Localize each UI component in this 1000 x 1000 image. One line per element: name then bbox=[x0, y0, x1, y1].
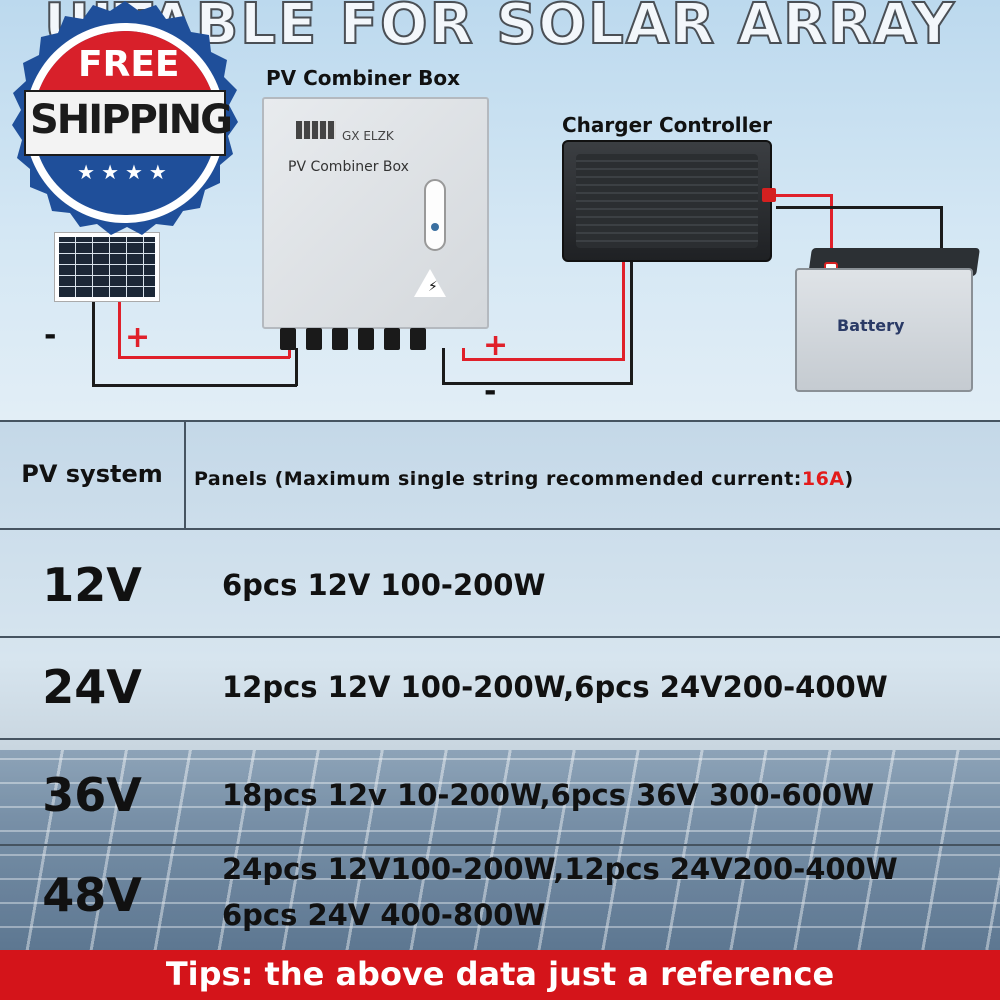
wire-panel-positive-v bbox=[118, 300, 121, 358]
wire-out-negative-v bbox=[442, 348, 445, 384]
solar-field-background bbox=[0, 750, 1000, 950]
wire-battery-negative-h bbox=[776, 206, 942, 209]
battery-label: Battery bbox=[837, 316, 905, 335]
combiner-title: PV Combiner Box bbox=[266, 66, 461, 90]
wire-battery-negative-v bbox=[940, 206, 943, 280]
battery-image: Battery bbox=[795, 268, 973, 392]
row-48v-panels-line2: 6pcs 24V 400-800W bbox=[222, 898, 546, 932]
warning-triangle-icon bbox=[414, 269, 446, 297]
row-48v-system: 48V bbox=[42, 868, 142, 922]
combiner-box-image: GX ELZK PV Combiner Box ⚡ bbox=[262, 97, 489, 329]
wire-panel-negative-h bbox=[92, 384, 297, 387]
header-pv-system: PV system bbox=[21, 460, 163, 488]
mc4-connectors bbox=[280, 328, 430, 350]
row-36v-system: 36V bbox=[42, 768, 142, 822]
brand-logo-icon bbox=[296, 121, 336, 139]
wire-out-negative-h bbox=[442, 382, 632, 385]
pv-system-table: PV system Panels (Maximum single string … bbox=[0, 420, 1000, 950]
isolator-switch-icon bbox=[424, 179, 446, 251]
wire-battery-positive-v bbox=[830, 194, 833, 264]
wire-battery-positive-h bbox=[776, 194, 832, 197]
seal-shipping-text: SHIPPING bbox=[30, 97, 233, 143]
seal-free-text: FREE bbox=[78, 44, 180, 85]
wire-panel-positive-h bbox=[118, 356, 290, 359]
wire-combiner-positive-v bbox=[288, 348, 291, 358]
wire-combiner-negative-v bbox=[295, 348, 298, 386]
wire-out-positive-h bbox=[462, 358, 624, 361]
panel-plus-sign: + bbox=[125, 320, 151, 355]
row-24v-system: 24V bbox=[42, 660, 142, 714]
row-24v-panels: 12pcs 12V 100-200W,6pcs 24V200-400W bbox=[222, 670, 888, 704]
max-current-value: 16A bbox=[801, 468, 845, 490]
wire-charger-negative-v bbox=[630, 262, 633, 385]
free-shipping-seal bbox=[12, 1, 238, 235]
header-panels: Panels (Maximum single string recommende… bbox=[194, 468, 854, 490]
charger-title: Charger Controller bbox=[562, 113, 772, 137]
seal-stars: ★★★★ bbox=[77, 160, 173, 184]
output-minus-sign: - bbox=[484, 374, 497, 409]
wiring-diagram: UITABLE FOR SOLAR ARRAY - + + - PV Combi… bbox=[0, 0, 1000, 420]
row-48v-panels-line1: 24pcs 12V100-200W,12pcs 24V200-400W bbox=[222, 852, 898, 886]
wire-out-positive-v bbox=[462, 348, 465, 360]
charger-terminal-icon bbox=[762, 188, 776, 202]
wire-panel-negative-v bbox=[92, 300, 95, 386]
charger-controller-image bbox=[562, 140, 772, 262]
solar-panel-image bbox=[54, 232, 160, 302]
panel-minus-sign: - bbox=[44, 318, 57, 353]
combiner-label: PV Combiner Box bbox=[288, 159, 409, 175]
row-36v-panels: 18pcs 12v 10-200W,6pcs 36V 300-600W bbox=[222, 778, 875, 812]
wire-charger-positive-v bbox=[622, 262, 625, 361]
tips-banner: Tips: the above data just a reference bbox=[0, 950, 1000, 1000]
combiner-brand: GX ELZK bbox=[342, 129, 394, 143]
row-12v-system: 12V bbox=[42, 558, 142, 612]
output-plus-sign: + bbox=[483, 328, 509, 363]
row-12v-panels: 6pcs 12V 100-200W bbox=[222, 568, 546, 602]
